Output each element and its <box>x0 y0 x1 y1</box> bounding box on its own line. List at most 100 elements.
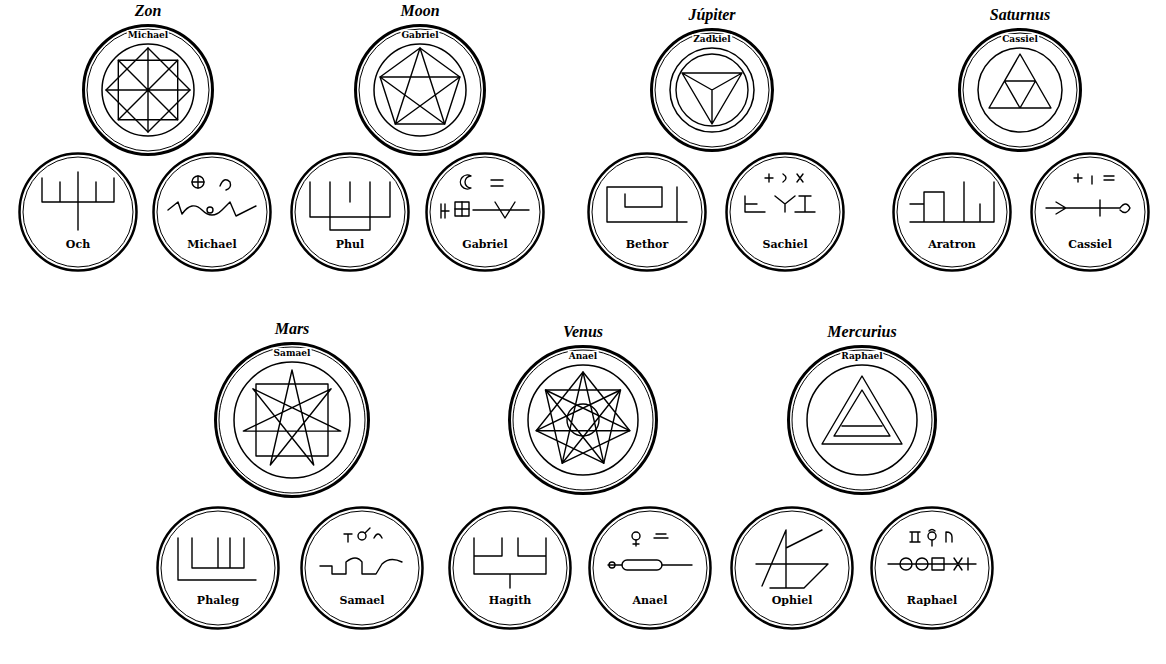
circle-outline <box>730 506 854 630</box>
sigil-circle: Michael <box>152 152 272 272</box>
seal-ring <box>670 48 754 132</box>
seal-name: Bethor <box>625 238 670 251</box>
seal-name: Anael <box>632 594 669 607</box>
seal-name: Och <box>65 238 91 251</box>
planet-heading: Mars <box>275 319 310 338</box>
seal-name: Aratron <box>927 238 977 251</box>
pentagram-figure <box>380 48 460 124</box>
angel-sigil <box>888 530 976 571</box>
seal-line <box>756 530 828 588</box>
seal-ring <box>963 33 1077 147</box>
circle-outline <box>425 152 545 272</box>
spirit-sigil <box>42 172 114 230</box>
seal-ring <box>158 508 279 629</box>
seal-line <box>42 172 114 230</box>
seal-line <box>607 187 687 222</box>
seal-line <box>822 376 902 444</box>
circle-outline <box>650 28 774 152</box>
seal-line <box>192 176 231 190</box>
seal-line <box>765 174 803 182</box>
seal-ring <box>510 347 657 494</box>
planet-seal: JúpiterZadkiel <box>650 28 774 152</box>
seal-ring <box>102 44 194 136</box>
seal-ring <box>1032 154 1149 271</box>
planet-seal: VenusAnael <box>508 345 658 495</box>
seal-ring <box>359 29 481 151</box>
seal-ring <box>161 511 275 625</box>
seal-line <box>676 54 748 126</box>
seal-name: Ophiel <box>771 594 814 607</box>
seal-line <box>168 202 256 216</box>
circle-outline <box>152 152 272 272</box>
seal-ring <box>894 154 1011 271</box>
seal-line <box>455 202 529 218</box>
seal-line <box>536 372 630 463</box>
seal-name: Phul <box>335 238 365 251</box>
seal-ring <box>234 362 350 478</box>
sigil-circle: Hagith <box>448 506 572 630</box>
circle-outline <box>354 24 486 156</box>
spirit-sigil <box>310 182 390 230</box>
planet-heading: Saturnus <box>990 5 1051 24</box>
circle-outline <box>448 506 572 630</box>
seal-line <box>106 48 190 132</box>
seal-line <box>929 530 952 547</box>
seal-ring <box>875 511 989 625</box>
seal-line <box>745 196 815 212</box>
seal-ring <box>807 365 917 475</box>
spirit-sigil <box>474 538 546 588</box>
seal-line <box>633 534 668 546</box>
seal-line <box>344 534 352 542</box>
seal-line <box>609 562 615 568</box>
sigil-circle: Anael <box>588 506 712 630</box>
seal-ring <box>87 29 209 151</box>
seal-ring <box>897 157 1007 267</box>
planet-heading: Zon <box>135 1 162 20</box>
seal-line <box>910 532 920 542</box>
spirit-sigil <box>607 187 687 222</box>
angel-sigil <box>745 174 815 212</box>
seal-name: Samael <box>338 594 385 607</box>
seal-ring <box>453 511 567 625</box>
seal-ring <box>978 48 1062 132</box>
seal-line <box>900 558 912 570</box>
seal-line <box>310 182 390 230</box>
seal-line <box>1074 174 1114 184</box>
seal-ring <box>219 347 365 493</box>
circle-outline <box>214 342 370 498</box>
seal-ring <box>1035 157 1145 267</box>
seal-ring <box>789 347 936 494</box>
seal-line <box>989 54 1051 108</box>
seal-ring <box>356 26 485 155</box>
seal-ring <box>374 44 466 136</box>
seal-name: Raphael <box>906 594 959 607</box>
circle-outline <box>156 506 280 630</box>
seal-ring <box>292 154 409 271</box>
sigil-circle: Aratron <box>892 152 1012 272</box>
seal-name: Michael <box>186 238 237 251</box>
sigil-circle: Raphael <box>870 506 994 630</box>
seal-ring <box>528 365 638 475</box>
seal-line <box>622 560 662 570</box>
circle-outline <box>18 152 138 272</box>
angel-sigil <box>441 175 529 218</box>
seal-line <box>954 558 968 570</box>
planet-heading: Mercurius <box>827 322 896 341</box>
circle-outline <box>300 506 424 630</box>
heptagram-figure <box>243 370 340 465</box>
seal-ring <box>154 154 271 271</box>
seal-ring <box>960 30 1081 151</box>
circle-outline <box>725 152 845 272</box>
seal-line <box>682 73 742 124</box>
seal-ring <box>652 30 773 151</box>
planet-seal: ZonMichael <box>82 24 214 156</box>
seal-line <box>441 204 449 218</box>
angel-sigil <box>320 528 402 574</box>
seal-line <box>460 175 503 189</box>
seal-line <box>243 370 340 465</box>
triangle-figure <box>822 376 902 444</box>
seal-ring <box>84 26 213 155</box>
sigil-circle: Samael <box>300 506 424 630</box>
planet-seal: SaturnusCassiel <box>958 28 1082 152</box>
